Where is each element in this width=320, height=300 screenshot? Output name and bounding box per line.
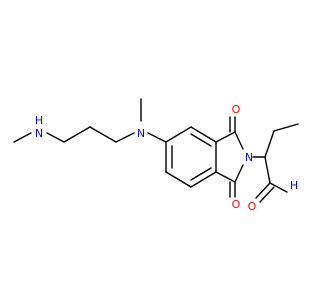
ring-nh-h-label: H: [290, 179, 298, 192]
bond-c2p-o-a: [255, 182, 271, 199]
bond-methyl-nh: [13, 132, 32, 143]
imide-n-label: N: [245, 151, 253, 164]
bond-c2p-o-b: [259, 186, 275, 203]
bond-c2-c3: [89, 126, 117, 143]
bond-ar-ab: [165, 126, 192, 143]
bond-ar-de: [190, 171, 217, 188]
amine-n-label: N: [137, 127, 145, 140]
bond-c4p-c5p: [273, 123, 299, 132]
bond-c1-c2: [63, 126, 91, 143]
bond-c2p-nh: [269, 182, 288, 193]
nh-h-label: H: [35, 114, 43, 127]
bond-c3p-c2p: [264, 156, 271, 184]
lactam-o-label: O: [248, 200, 257, 213]
bond-ar-ef: [165, 171, 192, 188]
bond-c-c1: [215, 131, 236, 143]
bond-c3-n: [115, 132, 135, 143]
bond-c3-n: [234, 164, 244, 183]
bond-ar-bc: [190, 126, 217, 143]
bond-ar-bc-in: [190, 133, 212, 147]
bond-ar-de-in: [190, 167, 212, 181]
bond-n-ar: [147, 132, 167, 143]
carbonyl-o-bottom-label: O: [232, 198, 241, 211]
bond-c3p-c4p: [264, 130, 275, 158]
bond-d-c3: [215, 171, 236, 183]
bond-c1-n: [234, 131, 244, 150]
carbonyl-o-top-label: O: [232, 103, 241, 116]
bond-nh-c1: [46, 132, 65, 143]
nh-n-label: N: [35, 127, 43, 140]
